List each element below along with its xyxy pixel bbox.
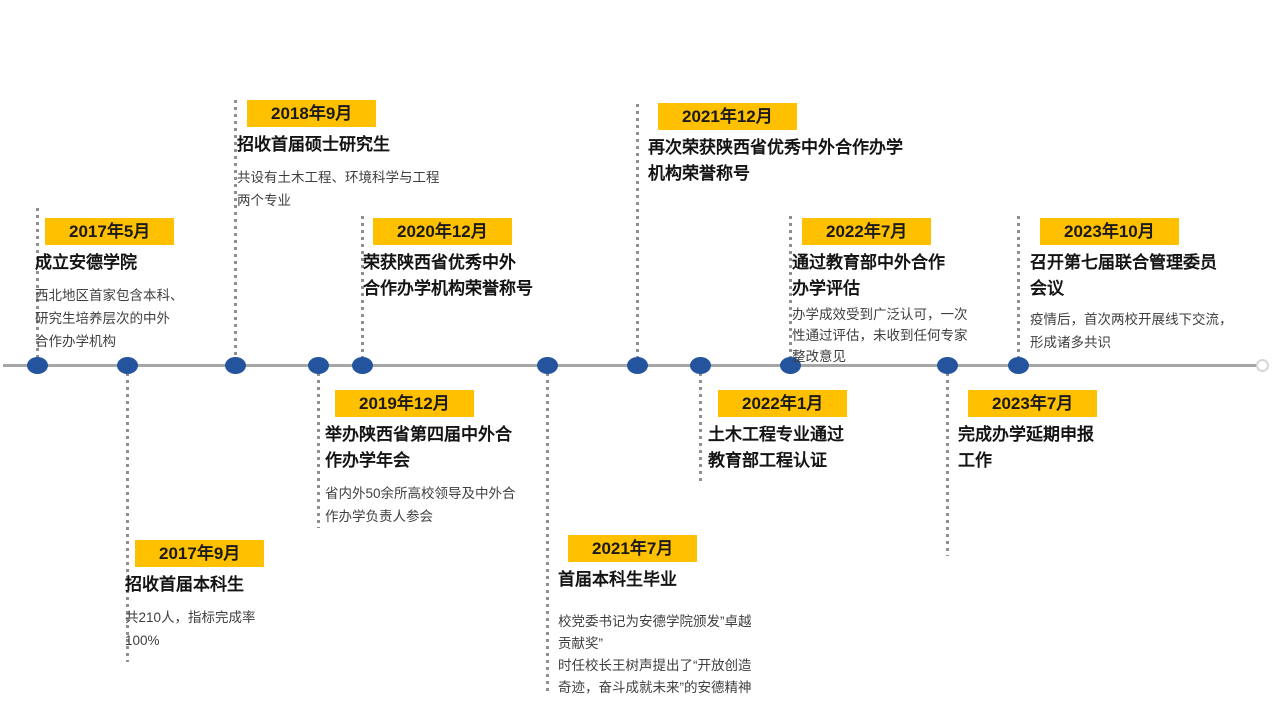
event-description-line: 办学成效受到广泛认可，一次 bbox=[792, 307, 968, 322]
event-title-line: 通过教育部中外合作 bbox=[792, 253, 945, 272]
event-description: 共设有土木工程、环境科学与工程两个专业 bbox=[237, 166, 440, 212]
timeline-dot bbox=[936, 357, 958, 374]
event-date-badge: 2023年10月 bbox=[1040, 218, 1179, 245]
event-description: 西北地区首家包含本科、研究生培养层次的中外合作办学机构 bbox=[35, 284, 184, 353]
event-title: 举办陕西省第四届中外合作办学年会 bbox=[325, 422, 516, 474]
event-description-line: 形成诸多共识 bbox=[1030, 335, 1111, 350]
event-description-line: 共210人，指标完成率 bbox=[125, 610, 256, 625]
timeline-event: 2022年7月 通过教育部中外合作办学评估 办学成效受到广泛认可，一次性通过评估… bbox=[792, 218, 968, 367]
event-title-line: 完成办学延期申报 bbox=[958, 425, 1094, 444]
event-description-line: 校党委书记为安德学院颁发”卓越 bbox=[558, 614, 752, 629]
dotted-connector bbox=[35, 208, 39, 357]
dotted-connector bbox=[635, 104, 639, 357]
event-title-line: 合作办学机构荣誉称号 bbox=[363, 279, 533, 298]
event-title: 通过教育部中外合作办学评估 bbox=[792, 250, 968, 302]
event-title-line: 办学评估 bbox=[792, 279, 860, 298]
event-title-line: 土木工程专业通过 bbox=[708, 425, 844, 444]
dotted-connector bbox=[316, 373, 320, 528]
timeline-event: 2020年12月 荣获陕西省优秀中外合作办学机构荣誉称号 bbox=[363, 218, 533, 302]
dotted-connector bbox=[1016, 216, 1020, 357]
dotted-connector bbox=[545, 373, 549, 692]
timeline-dot bbox=[351, 357, 373, 374]
event-description-line: 整改意见 bbox=[792, 349, 846, 364]
event-title-line: 举办陕西省第四届中外合 bbox=[325, 425, 512, 444]
event-description-line: 疫情后，首次两校开展线下交流， bbox=[1030, 312, 1233, 327]
event-date-badge: 2018年9月 bbox=[247, 100, 377, 127]
event-title-line: 荣获陕西省优秀中外 bbox=[363, 253, 516, 272]
timeline-dot bbox=[779, 357, 801, 374]
event-title: 成立安德学院 bbox=[35, 250, 184, 276]
event-description-line: 研究生培养层次的中外 bbox=[35, 311, 170, 326]
dotted-connector bbox=[698, 373, 702, 482]
timeline-event: 2017年9月 招收首届本科生 共210人，指标完成率 100% bbox=[125, 540, 265, 652]
timeline-event: 2023年7月 完成办学延期申报工作 bbox=[958, 390, 1098, 474]
timeline-event: 2021年7月 首届本科生毕业 校党委书记为安德学院颁发”卓越贡献奖” 时任校长王… bbox=[558, 535, 752, 699]
timeline-event: 2021年12月 再次荣获陕西省优秀中外合作办学机构荣誉称号 bbox=[648, 103, 903, 187]
timeline-dot bbox=[116, 357, 138, 374]
event-title: 再次荣获陕西省优秀中外合作办学机构荣誉称号 bbox=[648, 135, 903, 187]
event-title-line: 教育部工程认证 bbox=[708, 451, 827, 470]
event-title-line: 再次荣获陕西省优秀中外合作办学 bbox=[648, 138, 903, 157]
timeline-dot bbox=[689, 357, 711, 374]
event-description: 共210人，指标完成率 100% bbox=[125, 606, 264, 652]
event-date-badge: 2022年1月 bbox=[718, 390, 848, 417]
event-description: 疫情后，首次两校开展线下交流， 形成诸多共识 bbox=[1030, 308, 1233, 354]
timeline-dot bbox=[307, 357, 329, 374]
event-title: 召开第七届联合管理委员会议 bbox=[1030, 250, 1233, 302]
event-title: 首届本科生毕业 bbox=[558, 567, 752, 593]
event-description-line: 合作办学机构 bbox=[35, 334, 116, 349]
event-description-line: 省内外50余所高校领导及中外合 bbox=[325, 486, 516, 501]
event-date-badge: 2023年7月 bbox=[968, 390, 1098, 417]
event-title: 招收首届硕士研究生 bbox=[237, 132, 440, 158]
event-date-badge: 2022年7月 bbox=[802, 218, 932, 245]
timeline-event: 2017年5月 成立安德学院 西北地区首家包含本科、研究生培养层次的中外合作办学… bbox=[35, 218, 184, 353]
event-title-line: 召开第七届联合管理委员 bbox=[1030, 253, 1217, 272]
event-description-line: 时任校长王树声提出了“开放创造 bbox=[558, 658, 752, 673]
dotted-connector bbox=[945, 373, 949, 556]
timeline-event: 2019年12月 举办陕西省第四届中外合作办学年会 省内外50余所高校领导及中外… bbox=[325, 390, 516, 528]
timeline-end-circle bbox=[1256, 359, 1269, 372]
event-title-line: 机构荣誉称号 bbox=[648, 164, 750, 183]
event-date-badge: 2020年12月 bbox=[373, 218, 512, 245]
event-title-line: 会议 bbox=[1030, 279, 1064, 298]
timeline-dot bbox=[1007, 357, 1029, 374]
timeline-dot bbox=[536, 357, 558, 374]
event-date-badge: 2021年12月 bbox=[658, 103, 797, 130]
event-description-line: 作办学负责人参会 bbox=[325, 509, 433, 524]
timeline-event: 2023年10月 召开第七届联合管理委员会议 疫情后，首次两校开展线下交流， 形成… bbox=[1030, 218, 1233, 354]
timeline-event: 2018年9月 招收首届硕士研究生 共设有土木工程、环境科学与工程两个专业 bbox=[237, 100, 440, 212]
event-title: 土木工程专业通过教育部工程认证 bbox=[708, 422, 847, 474]
dotted-connector bbox=[360, 216, 364, 357]
event-date-badge: 2019年12月 bbox=[335, 390, 474, 417]
event-description-line: 奇迹，奋斗成就未来”的安德精神 bbox=[558, 680, 752, 695]
event-description: 办学成效受到广泛认可，一次性通过评估，未收到任何专家整改意见 bbox=[792, 304, 968, 367]
dotted-connector bbox=[125, 373, 129, 662]
event-title-line: 首届本科生毕业 bbox=[558, 570, 677, 589]
event-title: 招收首届本科生 bbox=[125, 572, 264, 598]
timeline-event: 2022年1月 土木工程专业通过教育部工程认证 bbox=[708, 390, 848, 474]
event-description: 省内外50余所高校领导及中外合作办学负责人参会 bbox=[325, 482, 516, 528]
event-title-line: 作办学年会 bbox=[325, 451, 410, 470]
event-title-line: 工作 bbox=[958, 451, 992, 470]
event-date-badge: 2021年7月 bbox=[568, 535, 698, 562]
event-title-line: 成立安德学院 bbox=[35, 253, 137, 272]
timeline-dot bbox=[224, 357, 246, 374]
timeline-dot bbox=[26, 357, 48, 374]
event-title: 完成办学延期申报工作 bbox=[958, 422, 1097, 474]
event-description-line: 100% bbox=[125, 633, 160, 648]
timeline-dot bbox=[626, 357, 648, 374]
dotted-connector bbox=[788, 216, 792, 357]
dotted-connector bbox=[233, 100, 237, 357]
event-description-line: 贡献奖” bbox=[558, 636, 603, 651]
event-date-badge: 2017年5月 bbox=[45, 218, 175, 245]
event-title-line: 招收首届硕士研究生 bbox=[237, 135, 390, 154]
event-title: 荣获陕西省优秀中外合作办学机构荣誉称号 bbox=[363, 250, 533, 302]
event-title-line: 招收首届本科生 bbox=[125, 575, 244, 594]
event-description-line: 性通过评估，未收到任何专家 bbox=[792, 328, 968, 343]
event-date-badge: 2017年9月 bbox=[135, 540, 265, 567]
event-description: 校党委书记为安德学院颁发”卓越贡献奖” 时任校长王树声提出了“开放创造奇迹，奋斗成… bbox=[558, 611, 752, 699]
event-description-line: 西北地区首家包含本科、 bbox=[35, 288, 184, 303]
event-description-line: 共设有土木工程、环境科学与工程 bbox=[237, 170, 440, 185]
event-description-line: 两个专业 bbox=[237, 193, 291, 208]
